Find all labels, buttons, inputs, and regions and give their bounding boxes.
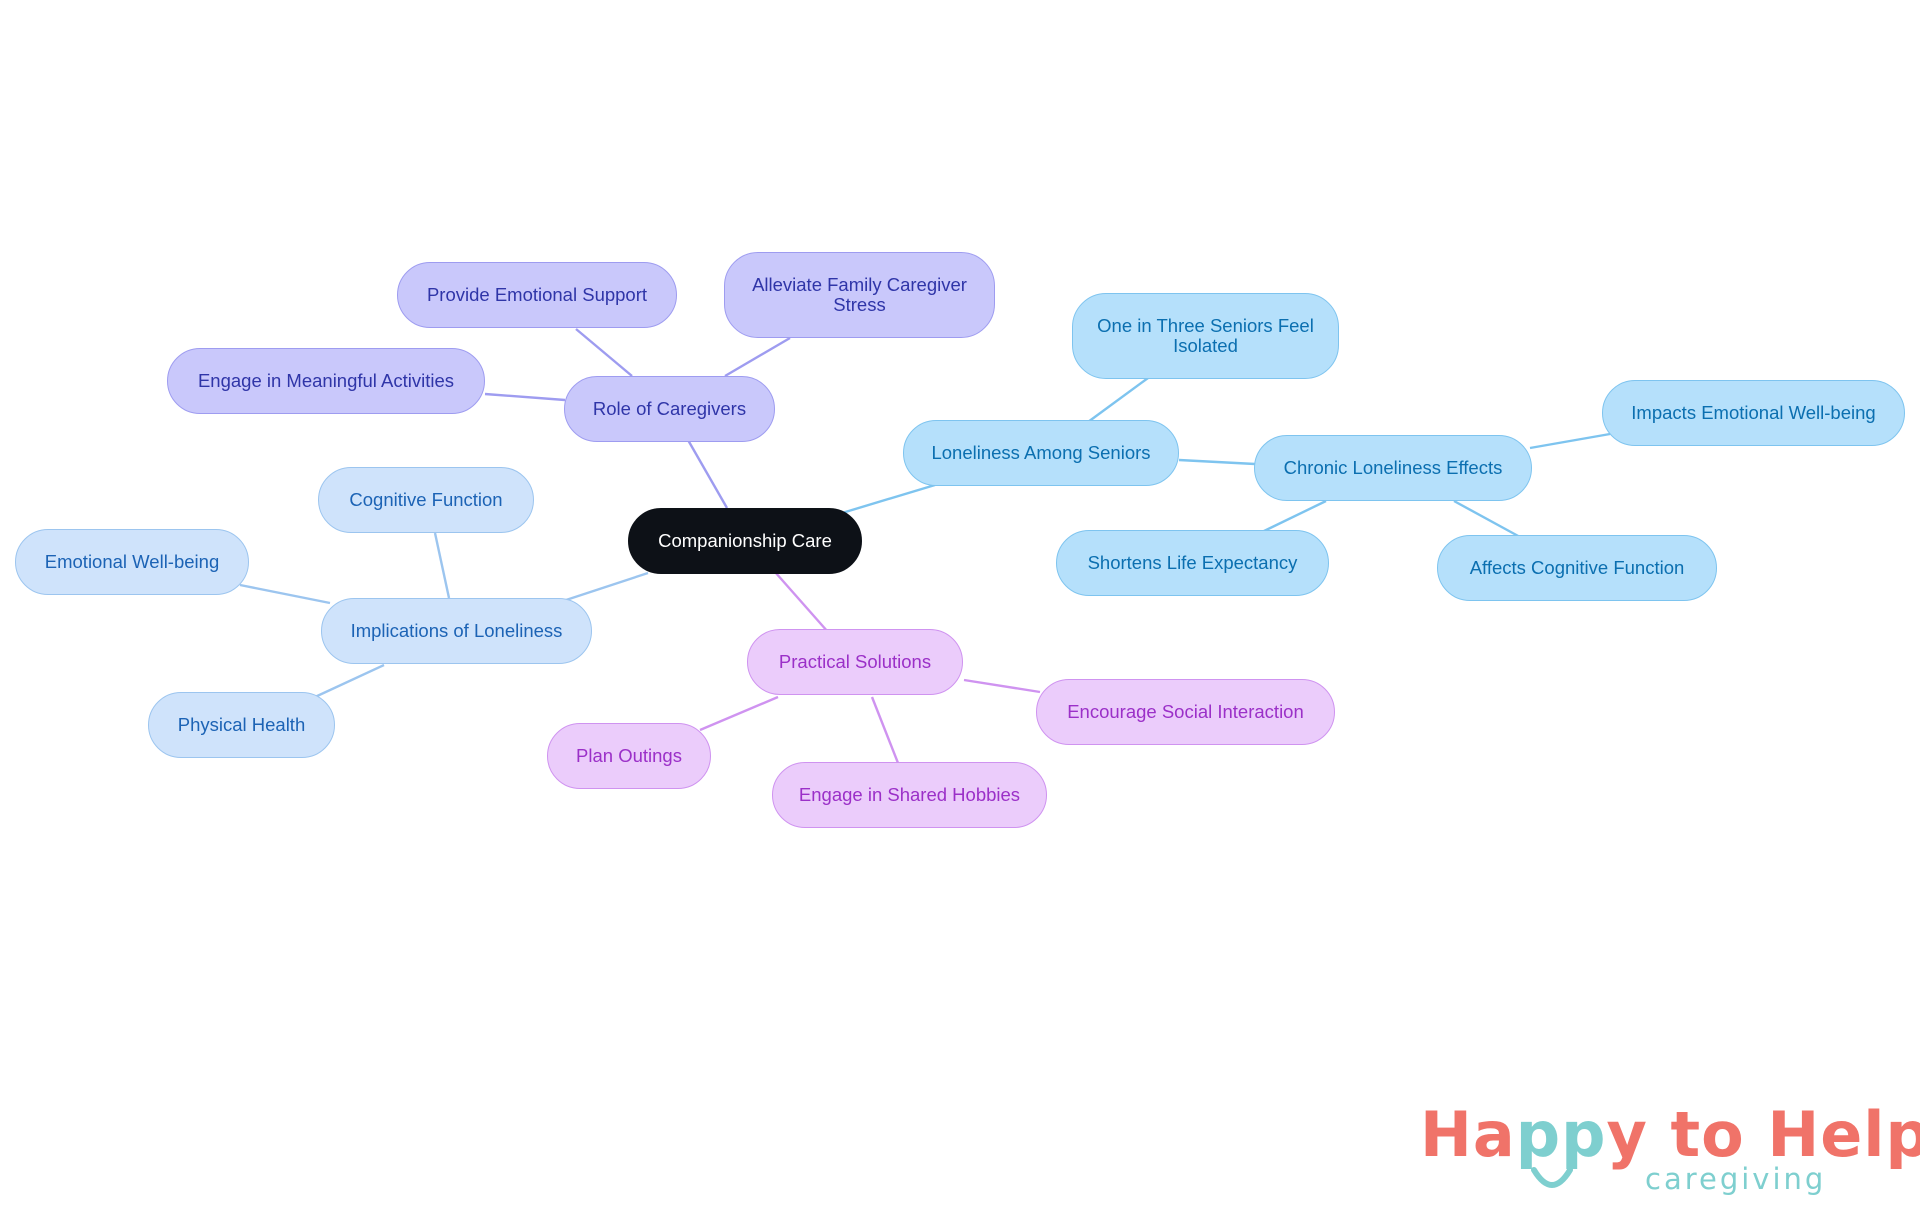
edge-caregivers-emotional-support [575,328,633,377]
leaf-alleviate-family-caregiver-stress[interactable]: Alleviate Family Caregiver Stress [724,252,995,338]
edge-chronic-life-expectancy [1261,499,1327,534]
edge-chronic-emotional [1529,432,1611,450]
leaf-engage-in-shared-hobbies[interactable]: Engage in Shared Hobbies [772,762,1047,828]
edge-implications-physical [314,663,385,699]
branch-role-of-caregivers[interactable]: Role of Caregivers [564,376,775,442]
leaf-provide-emotional-support[interactable]: Provide Emotional Support [397,262,677,328]
edge-solutions-outings [699,695,779,732]
leaf-shortens-life-expectancy[interactable]: Shortens Life Expectancy [1056,530,1329,596]
leaf-one-in-three-seniors[interactable]: One in Three Seniors Feel Isolated [1072,293,1339,379]
leaf-cognitive-function[interactable]: Cognitive Function [318,467,534,533]
branch-practical-solutions[interactable]: Practical Solutions [747,629,963,695]
edge-center-caregivers [686,439,729,509]
branch-chronic-loneliness-effects[interactable]: Chronic Loneliness Effects [1254,435,1532,501]
edge-chronic-cognitive [1453,499,1521,539]
logo-tagline: caregiving [1645,1162,1827,1196]
edge-caregivers-family-stress [724,336,791,378]
edge-center-solutions [774,571,829,633]
edge-center-implications [562,571,649,603]
leaf-plan-outings[interactable]: Plan Outings [547,723,711,789]
edge-solutions-hobbies [870,696,900,764]
branch-implications-of-loneliness[interactable]: Implications of Loneliness [321,598,592,664]
leaf-affects-cognitive-function[interactable]: Affects Cognitive Function [1437,535,1717,601]
edge-loneliness-chronic [1178,458,1256,466]
branch-loneliness-among-seniors[interactable]: Loneliness Among Seniors [903,420,1179,486]
happy-to-help-logo: Happy to Help caregiving [1420,1100,1920,1200]
edge-center-loneliness [841,483,936,515]
smile-icon [1531,1167,1573,1188]
leaf-emotional-well-being[interactable]: Emotional Well-being [15,529,249,595]
center-node[interactable]: Companionship Care [628,508,862,574]
leaf-impacts-emotional-well-being[interactable]: Impacts Emotional Well-being [1602,380,1905,446]
edge-implications-cognitive [433,532,451,599]
edge-caregivers-meaningful-activities [484,392,566,402]
edge-implications-emotional [239,583,331,605]
edge-solutions-social [963,678,1041,694]
edge-loneliness-one-in-three [1087,377,1149,423]
logo-wordmark: Happy to Help [1420,1098,1920,1171]
leaf-encourage-social-interaction[interactable]: Encourage Social Interaction [1036,679,1335,745]
leaf-engage-in-meaningful-activities[interactable]: Engage in Meaningful Activities [167,348,485,414]
leaf-physical-health[interactable]: Physical Health [148,692,335,758]
